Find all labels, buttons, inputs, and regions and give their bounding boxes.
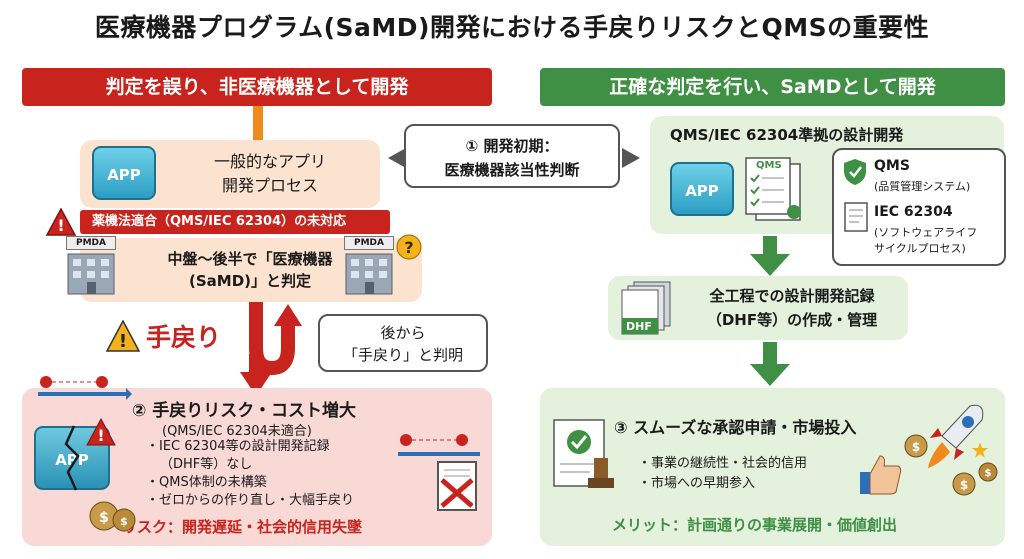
left-banner: 判定を誤り、非医療機器として開発	[22, 68, 492, 106]
design-title: QMS/IEC 62304準拠の設計開発	[670, 126, 904, 144]
left-pointer-icon	[388, 148, 406, 168]
right-pointer-icon	[622, 148, 640, 168]
pmda-sign-left: PMDA	[66, 236, 116, 250]
page-title: 医療機器プログラム(SaMD)開発における手戻りリスクとQMSの重要性	[94, 13, 930, 42]
right-banner: 正確な判定を行い、SaMDとして開発	[540, 68, 1005, 106]
risk-warning-icon: !	[86, 417, 116, 446]
later-line1: 後から	[380, 324, 426, 342]
general-app-line2: 開発プロセス	[221, 176, 318, 195]
risk-item-2: （DHF等）なし	[160, 457, 253, 472]
svg-text:$: $	[985, 468, 992, 479]
dhf-label: DHF	[626, 320, 652, 333]
missing-document-icon	[437, 461, 477, 511]
step1-line2: 医療機器該当性判断	[444, 161, 580, 179]
risk-item-1: ・IEC 62304等の設計開発記録	[146, 439, 330, 454]
general-app-line1: 一般的なアプリ	[213, 152, 326, 171]
risk-box: ② 手戻りリスク・コスト増大 (QMS/IEC 62304未適合) ・IEC 6…	[22, 376, 492, 546]
approval-title: ③ スムーズな承認申請・市場投入	[614, 418, 857, 437]
step1-line1: ① 開発初期：	[465, 137, 559, 155]
iec-desc2: サイクルプロセス)	[874, 242, 966, 255]
timeline-rework-icon	[398, 434, 480, 456]
svg-text:$: $	[912, 440, 920, 454]
qms-name: QMS	[874, 158, 910, 174]
design-app-icon: APP	[670, 162, 734, 216]
pmda-sign-right: PMDA	[344, 236, 394, 250]
document-icon	[844, 202, 868, 232]
approval-list: ・事業の継続性・社会的信用 ・市場への早期参入	[638, 454, 807, 494]
warning-triangle-icon: !	[45, 207, 77, 236]
step1-callout: ① 開発初期： 医療機器該当性判断	[404, 124, 620, 188]
risk-list: ・IEC 62304等の設計開発記録 （DHF等）なし ・QMS体制の未構築 ・…	[146, 438, 406, 510]
record-box: DHF 全工程での設計開発記録 （DHF等）の作成・管理	[608, 276, 908, 340]
down-arrow-icon-2	[750, 342, 790, 386]
merit-footer: メリット：計画通りの事業展開・価値創出	[612, 516, 898, 534]
warning-strip: 薬機法適合（QMS/IEC 62304）の未対応	[80, 210, 390, 234]
general-app-text: 一般的なアプリ 開発プロセス	[170, 150, 370, 198]
checklist-document-icon	[745, 157, 801, 221]
svg-text:$: $	[99, 510, 109, 526]
rework-warning-icon: !	[105, 319, 141, 352]
svg-text:$: $	[960, 478, 968, 492]
later-callout: 後から 「手戻り」と判明	[318, 314, 488, 372]
svg-text:!: !	[97, 426, 104, 445]
pmda-building-icon-left: PMDA	[62, 236, 124, 298]
judgement-text: 中盤〜後半で「医療機器 (SaMD)」と判定	[140, 248, 360, 292]
left-flow-line	[253, 106, 263, 142]
iec-desc1: (ソフトウェアライフ	[874, 226, 978, 239]
svg-text:?: ?	[404, 238, 413, 257]
iec-name: IEC 62304	[874, 204, 953, 220]
shield-check-icon	[844, 159, 866, 185]
svg-text:$: $	[120, 515, 128, 528]
dhf-folder-icon	[621, 281, 671, 335]
down-arrow-icon-1	[750, 236, 790, 276]
svg-text:!: !	[119, 331, 127, 352]
judgement-line1: 中盤〜後半で「医療機器	[167, 250, 333, 268]
svg-text:!: !	[57, 216, 64, 235]
timeline-delay-icon	[38, 376, 132, 400]
money-bags-icon: $ $ $	[904, 434, 998, 496]
money-bag-icon: $ $	[89, 501, 136, 532]
app-icon: APP	[92, 146, 156, 200]
judgement-line2: (SaMD)」と判定	[188, 272, 311, 290]
risk-item-4: ・ゼロからの作り直し・大幅手戻り	[146, 493, 355, 508]
risk-item-3: ・QMS体制の未構築	[146, 475, 267, 490]
rework-arrow-icon	[240, 302, 302, 396]
record-line2: （DHF等）の作成・管理	[706, 311, 878, 329]
checklist-label: QMS	[756, 160, 782, 171]
approval-item-1: ・事業の継続性・社会的信用	[638, 456, 808, 471]
standards-callout: QMS (品質管理システム) IEC 62304 (ソフトウェアライフ サイクル…	[832, 148, 1006, 266]
risk-footer: リスク：開発遅延・社会的信用失墜	[122, 518, 363, 536]
risk-subtitle: (QMS/IEC 62304未適合)	[162, 424, 312, 439]
rework-label: 手戻り	[146, 323, 222, 352]
later-line2: 「手戻り」と判明	[342, 346, 463, 364]
approved-document-stamp-icon	[553, 419, 614, 488]
approval-item-2: ・市場への早期参入	[638, 476, 756, 491]
crack-icon	[64, 425, 80, 491]
rocket-icon	[928, 404, 988, 468]
qms-desc: (品質管理システム)	[874, 180, 971, 193]
approval-box: ③ スムーズな承認申請・市場投入 ・事業の継続性・社会的信用 ・市場への早期参入…	[540, 388, 1005, 546]
thumbs-up-icon	[860, 455, 902, 495]
record-line1: 全工程での設計開発記録	[709, 287, 875, 305]
question-icon: ?	[396, 234, 422, 260]
risk-title: ② 手戻りリスク・コスト増大	[132, 401, 356, 421]
record-text: 全工程での設計開発記録 （DHF等）の作成・管理	[682, 284, 902, 332]
general-app-box: APP 一般的なアプリ 開発プロセス	[80, 140, 380, 208]
pmda-building-icon-right: PMDA	[340, 236, 402, 298]
